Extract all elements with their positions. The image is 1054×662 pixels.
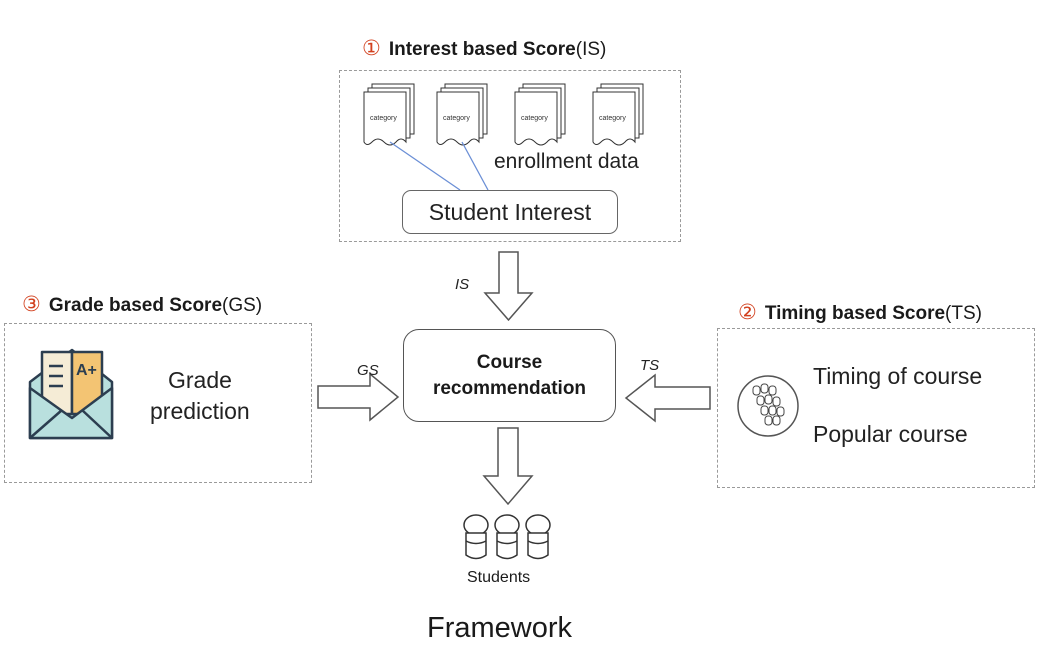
grade-abbr: (GS)	[222, 295, 263, 316]
student-icon	[494, 514, 520, 560]
interest-link-line	[389, 141, 461, 191]
grade-section-box	[4, 323, 312, 483]
gs-arrow	[317, 372, 400, 422]
course-recommendation-box: Course recommendation	[403, 329, 616, 422]
enrollment-data-label: enrollment data	[494, 150, 639, 173]
timing-line1: Timing of course	[813, 363, 983, 389]
center-line2: recommendation	[432, 377, 587, 399]
grade-title: Grade based Score	[48, 295, 223, 316]
center-line1: Course	[476, 351, 543, 373]
document-label: category	[599, 115, 626, 122]
is-arrow	[483, 251, 534, 322]
interest-section-box	[339, 70, 681, 242]
document-stack-icon	[592, 83, 644, 146]
timing-section-title: ② Timing based Score(TS)	[738, 300, 982, 325]
students-label: Students	[467, 569, 531, 586]
timing-title: Timing based Score	[764, 303, 946, 324]
gs-arrow-label: GS	[357, 362, 379, 379]
document-stack-icon	[363, 83, 415, 146]
grade-icon-text: A+	[76, 362, 97, 379]
grade-section-title: ③ Grade based Score(GS)	[22, 292, 262, 317]
student-icon	[463, 514, 489, 560]
student-icon	[525, 514, 551, 560]
document-stack-icon	[436, 83, 488, 146]
document-label: category	[521, 115, 548, 122]
timing-section-box	[717, 328, 1035, 488]
students-arrow	[482, 427, 534, 506]
ts-arrow-label: TS	[640, 357, 660, 374]
interest-abbr: (IS)	[575, 39, 607, 60]
student-interest-box: Student Interest	[402, 190, 618, 234]
interest-section-title: ① Interest based Score(IS)	[362, 36, 606, 61]
grade-number: ③	[22, 293, 41, 316]
ts-arrow	[624, 373, 711, 423]
grade-line2: prediction	[150, 398, 250, 424]
interest-link-line	[461, 141, 489, 191]
interest-number: ①	[362, 37, 381, 60]
timing-number: ②	[738, 301, 757, 324]
grade-line1: Grade	[168, 367, 232, 393]
figure-caption: Framework	[427, 612, 573, 644]
document-stack-icon	[514, 83, 566, 146]
is-arrow-label: IS	[455, 276, 470, 293]
interest-title: Interest based Score	[388, 39, 576, 60]
timing-line2: Popular course	[813, 421, 968, 447]
document-label: category	[370, 115, 397, 122]
timing-abbr: (TS)	[945, 303, 982, 324]
document-label: category	[443, 115, 470, 122]
